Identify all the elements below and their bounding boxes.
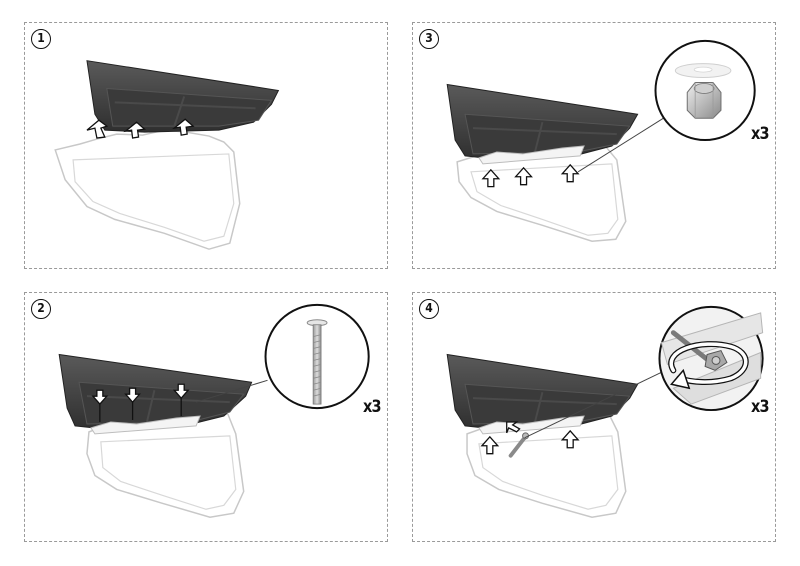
step-1-panel: 1 bbox=[24, 22, 388, 269]
arrow-down-icon bbox=[91, 389, 109, 406]
arrow-icon bbox=[123, 121, 146, 139]
step-number: 4 bbox=[419, 299, 439, 319]
step-4-illustration bbox=[446, 305, 764, 518]
insert-arrows bbox=[86, 118, 195, 139]
arrow-up-icon bbox=[481, 168, 501, 188]
arrow-down-icon bbox=[172, 383, 190, 400]
arrow-up-icon bbox=[560, 163, 580, 183]
step-number: 2 bbox=[31, 299, 51, 319]
bolt-icon bbox=[306, 319, 328, 405]
quantity-label: x3 bbox=[751, 124, 770, 144]
wrench-icon bbox=[508, 432, 530, 458]
arrow-down-icon bbox=[124, 387, 141, 404]
quantity-label: x3 bbox=[363, 397, 382, 417]
arrow-up-icon bbox=[514, 166, 533, 186]
step-2-panel: 2 x3 bbox=[24, 292, 388, 542]
step-3-panel: 3 x3 bbox=[412, 22, 776, 269]
arrow-icon bbox=[86, 119, 109, 139]
washer-nut-icon bbox=[674, 63, 732, 119]
rotate-clockwise-icon bbox=[668, 341, 749, 390]
quantity-label: x3 bbox=[751, 397, 770, 417]
arrow-icon bbox=[506, 421, 521, 434]
door-frame bbox=[54, 129, 241, 250]
tighten-detail-icon bbox=[660, 312, 764, 405]
arrow-up-icon bbox=[560, 429, 580, 449]
step-4-panel: 4 x3 bbox=[412, 292, 776, 542]
step-number: 1 bbox=[31, 29, 51, 49]
arrow-icon bbox=[171, 118, 195, 136]
step-number: 3 bbox=[419, 29, 439, 49]
step-3-illustration bbox=[446, 39, 756, 242]
step-1-illustration bbox=[54, 60, 280, 250]
arrow-up-icon bbox=[480, 435, 500, 455]
step-2-illustration bbox=[58, 303, 370, 518]
